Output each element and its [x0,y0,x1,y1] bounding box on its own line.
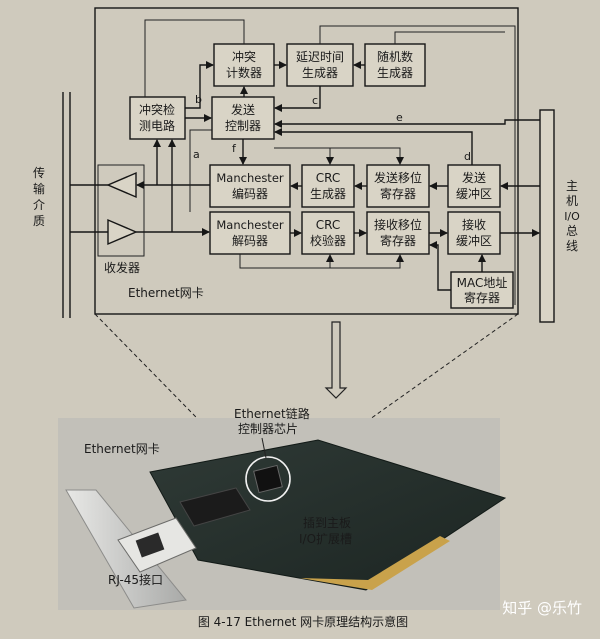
photo-card-label: Ethernet网卡 [84,442,160,456]
rx-buffer-block [447,211,501,255]
gold-contacts [300,536,450,590]
host-bus [539,109,555,323]
random-generator-text-1: 随机数 [377,49,413,64]
manchester-encoder-block [209,164,291,208]
wire-a [189,129,212,212]
collision-counter-text-1: 冲突 [232,49,256,64]
signal-b: b [195,93,202,106]
crc-generator-text-1: CRC [316,171,341,185]
mac-register-text-1: MAC地址 [457,276,508,290]
signal-f: f [232,142,237,155]
wire-d-buffer-sendctrl [274,128,473,165]
bus-label-4: 总 [566,224,578,238]
rx-shift-register-block [366,211,430,255]
crc-checker-text-2: 校验器 [310,233,346,248]
wire-counter-loop [144,19,245,97]
collision-detect-block [129,96,186,140]
magnetics-module [179,487,251,527]
wire-e-bus-sendctrl [274,119,540,128]
crc-generator-text-2: 生成器 [310,187,346,201]
chip-label-1: Ethernet链路 [234,406,310,421]
transceiver-label: 收发器 [104,260,140,275]
tx-shift-register-text-2: 寄存器 [380,186,416,201]
slot-label-1: 插到主板 [303,516,351,530]
wire-random-loop [394,31,505,44]
manchester-decoder-text-1: Manchester [216,218,284,232]
watermark: 知乎 @乐竹 [502,599,582,617]
crc-checker-text-1: CRC [316,218,341,232]
collision-counter-block [213,43,275,87]
controller-chip [253,464,283,494]
crc-generator-block [301,164,355,208]
medium-label-1: 传 [33,165,45,180]
collision-counter-text-2: 计数器 [226,65,262,80]
mac-register-text-2: 寄存器 [464,290,500,305]
collision-detect-text-1: 冲突检 [139,102,175,117]
signal-d: d [464,150,471,163]
rx-buffer-text-1: 接收 [462,217,486,232]
medium-label-4: 质 [33,214,45,228]
card-title-label: Ethernet网卡 [128,286,204,300]
chip-label-2: 控制器芯片 [238,422,298,436]
wire-b-detect-counter [185,61,214,109]
rx-shift-register-text-1: 接收移位 [374,217,422,232]
send-controller-text-1: 发送 [231,102,255,117]
down-arrow [324,321,348,399]
wire-top-loop [319,25,516,305]
bus-label-3: I/O [564,210,580,223]
crc-checker-block [301,211,355,255]
manchester-decoder-text-2: 解码器 [232,234,268,248]
figure-caption: 图 4-17 Ethernet 网卡原理结构示意图 [198,614,408,629]
mac-register-block [450,271,514,309]
signal-c: c [312,94,318,107]
delay-generator-text-2: 生成器 [302,66,338,80]
delay-generator-text-1: 延迟时间 [296,50,344,64]
random-generator-block [364,43,426,87]
transmit-amplifier [106,171,137,199]
tx-shift-register-text-1: 发送移位 [374,170,422,185]
bus-label-1: 主 [566,179,578,193]
transceiver-group [97,164,145,257]
rx-shift-register-text-2: 寄存器 [380,233,416,248]
card-frame [94,7,519,315]
receive-amplifier [107,218,138,246]
wire-ctrl-txshift [274,147,404,165]
medium-label-2: 输 [33,181,45,196]
signal-a: a [193,148,200,161]
signal-e: e [396,111,403,124]
chip-pointer [261,437,267,459]
manchester-encoder-text-1: Manchester [216,171,284,185]
slot-label-2: I/O扩展槽 [299,532,352,546]
tx-buffer-text-2: 缓冲区 [456,186,492,201]
collision-detect-text-2: 测电路 [139,118,175,133]
medium-label-3: 介 [33,198,45,212]
bus-label-5: 线 [566,239,578,253]
chip-highlight-circle [245,456,291,502]
send-controller-text-2: 控制器 [225,119,261,133]
rx-buffer-text-2: 缓冲区 [456,233,492,248]
rj45-port [135,532,165,558]
tx-shift-register-block [366,164,430,208]
tx-buffer-text-1: 发送 [462,170,486,185]
wire-mac-rxshift [429,241,451,291]
manchester-encoder-text-2: 编码器 [232,186,268,201]
rj45-label: RJ-45接口 [108,572,163,587]
bus-label-2: 机 [566,194,578,208]
wire-rx-ctrl-loop [239,254,404,269]
random-generator-text-2: 生成器 [377,66,413,80]
wire-c-delay-sendctrl [274,86,321,112]
